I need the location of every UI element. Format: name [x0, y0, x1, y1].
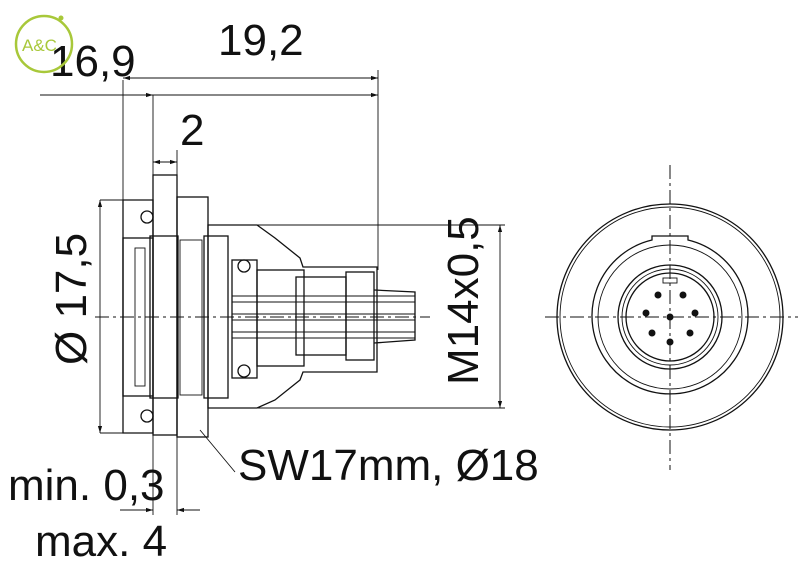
dim-2: 2 — [180, 106, 204, 155]
dim-16-9: 16,9 — [50, 37, 136, 86]
insert — [231, 259, 258, 379]
dim-19-2: 19,2 — [218, 16, 304, 65]
front-view — [545, 165, 798, 470]
nut-leader — [199, 429, 236, 473]
dim-nut: SW17mm, Ø18 — [238, 441, 539, 490]
dim-panel-min: min. 0,3 — [8, 461, 165, 510]
dim-thread: M14x0,5 — [439, 216, 488, 385]
dim-panel-max: max. 4 — [35, 517, 167, 566]
dim-diameter-17-5: Ø 17,5 — [47, 233, 96, 365]
dimension-lines — [40, 70, 505, 515]
panel-wall — [152, 174, 178, 436]
side-view — [95, 174, 430, 438]
logo: A&C — [14, 14, 74, 74]
logo-text: A&C — [22, 36, 57, 55]
dimension-labels: 16,9 19,2 2 Ø 17,5 M14x0,5 SW17mm, Ø18 m… — [8, 16, 539, 566]
